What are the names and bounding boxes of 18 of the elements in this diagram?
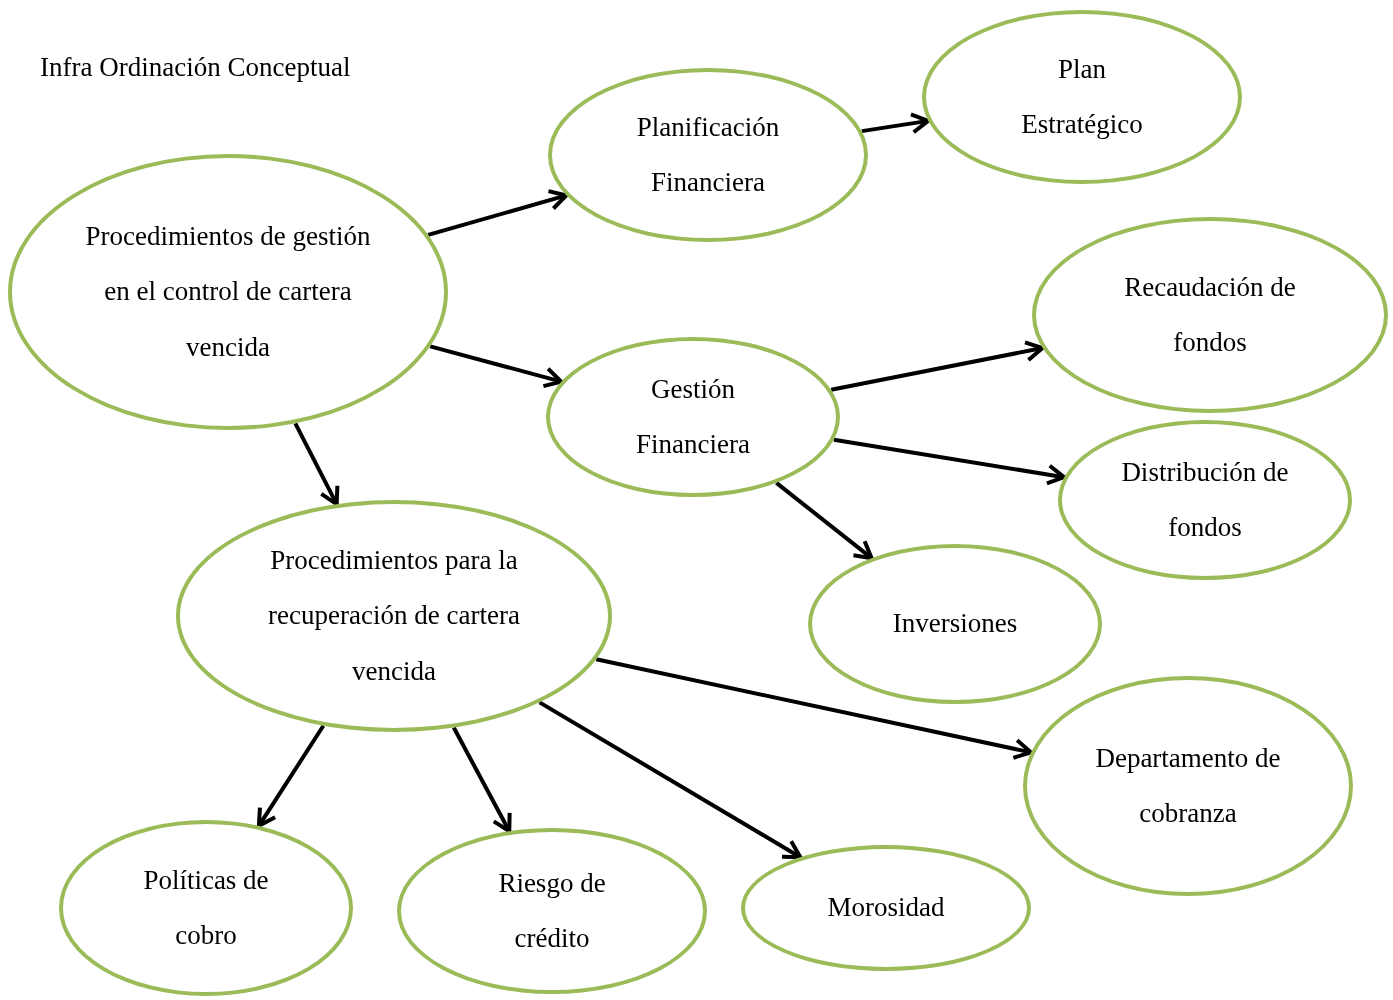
concept-text: Procedimientos de gestión en el control de cartera vencida — [84, 220, 372, 364]
arrow — [775, 481, 874, 561]
concept-text: Distribución de fondos — [1120, 455, 1290, 544]
concept-text: Departamento de cobranza — [1094, 741, 1282, 830]
concept-text: Inversiones — [891, 607, 1019, 641]
arrow — [427, 189, 569, 237]
arrow — [256, 724, 326, 828]
concept-text: Riesgo de crédito — [497, 866, 607, 955]
arrow — [538, 700, 803, 860]
concept-text: Plan Estratégico — [1020, 52, 1144, 141]
arrow — [429, 344, 564, 389]
concept-text: Morosidad — [826, 891, 946, 925]
concept-text: Planificación Financiera — [635, 110, 781, 199]
concept-text: Gestión Financiera — [635, 372, 751, 461]
diagram-heading: Infra Ordinación Conceptual — [40, 52, 351, 83]
concept-text: Recaudación de fondos — [1123, 270, 1297, 359]
concept-text: Procedimientos para la recuperación de cartera vencida — [267, 544, 521, 688]
concept-text: Políticas de cobro — [142, 863, 270, 952]
